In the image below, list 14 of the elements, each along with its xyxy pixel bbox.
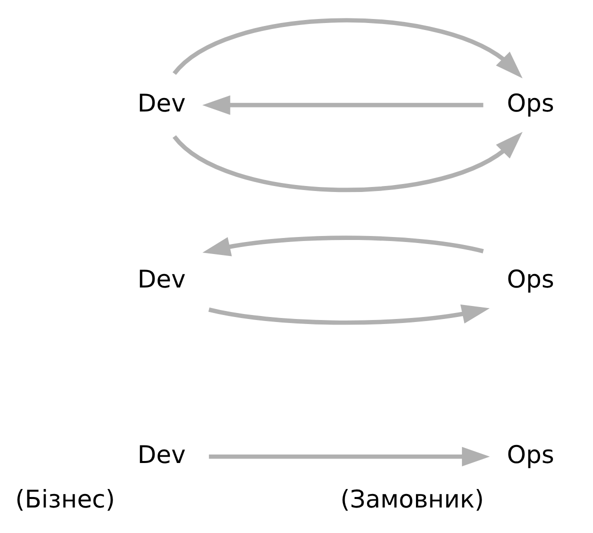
arrow [208, 446, 490, 466]
arrow [202, 235, 484, 256]
node-text: Dev [138, 88, 186, 118]
arrow [172, 131, 523, 192]
node-label: (Бізнес) [15, 484, 115, 513]
node-text: Ops [506, 88, 554, 118]
node-text: Ops [506, 264, 554, 293]
node-text: Dev [138, 440, 186, 469]
node-text: Ops [506, 440, 554, 469]
arrow [208, 304, 490, 324]
arrow [202, 94, 484, 114]
node-label: (Замовник) [340, 484, 484, 513]
node-text: Dev [138, 264, 186, 293]
arrow [172, 18, 523, 78]
